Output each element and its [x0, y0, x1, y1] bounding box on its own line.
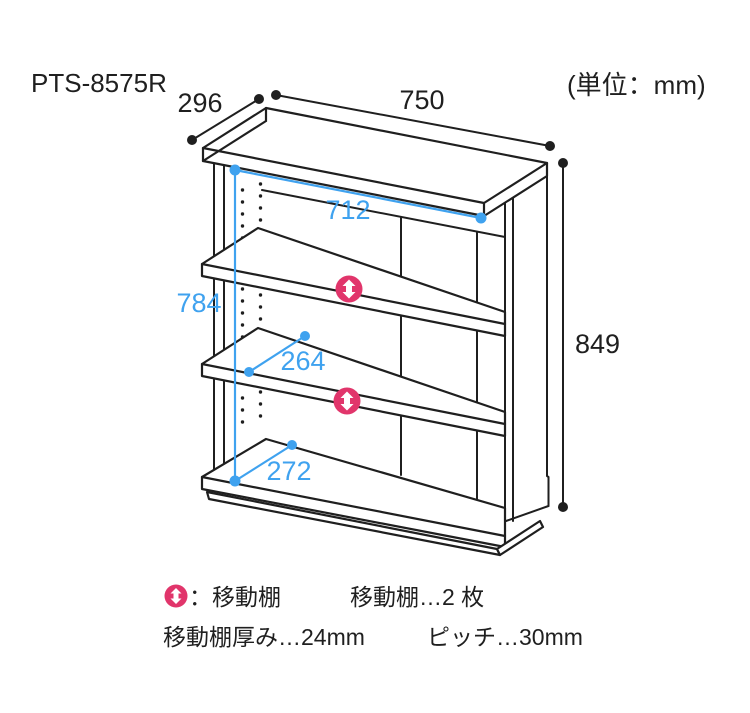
cabinet-interior-lines	[213, 162, 550, 522]
dimension-height-849: 849	[558, 158, 620, 512]
base-plinth	[205, 490, 545, 557]
legend-shelf-count: 移動棚…2 枚	[350, 584, 484, 610]
dim-dot	[187, 135, 197, 145]
dim-dot	[254, 94, 264, 104]
shelf-pin-holes	[240, 182, 263, 424]
legend-shelf-thickness: 移動棚厚み…24mm	[163, 624, 365, 650]
dim-inner-width-label: 712	[325, 195, 370, 225]
dim-dot	[271, 90, 281, 100]
movable-shelf-icon	[333, 387, 361, 415]
dim-height-label: 849	[575, 329, 620, 359]
dim-dot-blue	[229, 475, 241, 487]
movable-shelf-legend-icon	[164, 584, 188, 608]
legend: ：移動棚 移動棚…2 枚 移動棚厚み…24mm ピッチ…30mm	[163, 584, 583, 650]
top-panel	[201, 106, 549, 218]
dim-dot-blue	[475, 212, 487, 224]
blue-dimensions	[229, 164, 487, 487]
dim-bottom-shelf-depth-label: 272	[266, 456, 311, 486]
dim-dot	[545, 141, 555, 151]
dim-dot	[558, 502, 568, 512]
dim-middle-shelf-depth-label: 264	[280, 346, 325, 376]
dim-inner-height-label: 784	[176, 288, 221, 318]
unit-note: (単位：mm)	[567, 70, 706, 100]
dim-dot-blue	[287, 440, 297, 450]
bottom-shelf	[200, 437, 507, 549]
legend-icon-meaning: ：移動棚	[189, 584, 281, 610]
dim-dot-blue	[300, 331, 310, 341]
dim-depth-label: 296	[177, 88, 222, 118]
dim-width-label: 750	[399, 85, 444, 115]
dim-dot-blue	[244, 367, 254, 377]
product-code: PTS-8575R	[31, 68, 167, 98]
dim-dot-blue	[229, 164, 241, 176]
dimension-depth-296: 296	[177, 88, 264, 145]
shelf-lower-movable	[200, 326, 507, 438]
dimension-width-750: 750	[271, 85, 555, 151]
dim-dot	[558, 158, 568, 168]
movable-shelf-icon	[335, 275, 363, 303]
legend-shelf-pitch: ピッチ…30mm	[427, 624, 583, 650]
